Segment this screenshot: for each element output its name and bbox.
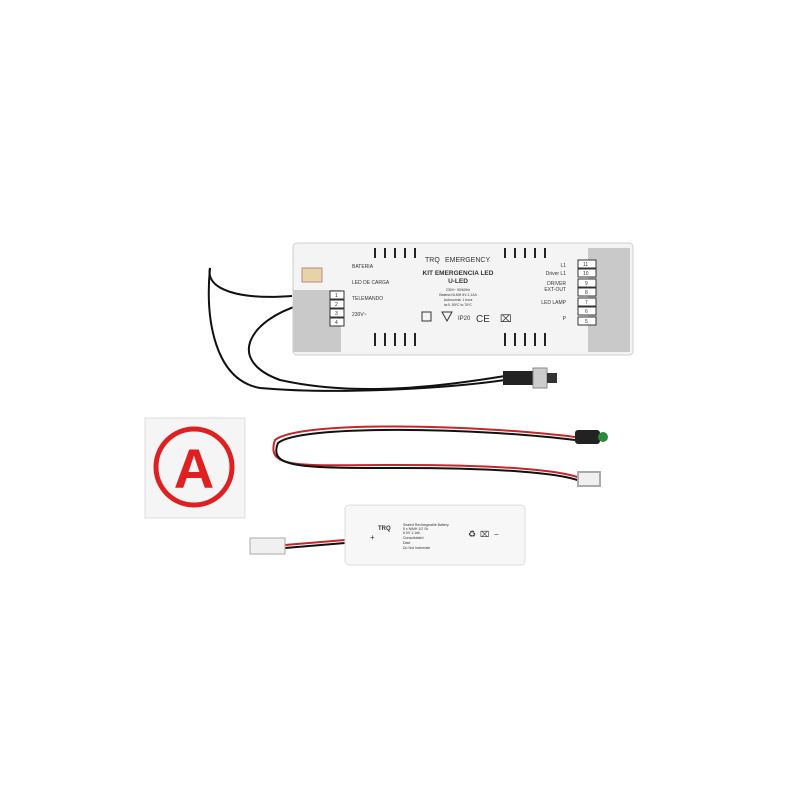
ce-mark: CE [476,314,490,325]
shape [577,297,597,307]
recycle-icon: ♻ [468,529,476,539]
shape [247,304,506,391]
shape [374,248,546,346]
label-led-carga: LED DE CARGA [352,280,390,286]
label-mains: 230V~ [352,312,367,318]
shape [301,267,323,283]
shape [144,417,246,519]
module-model: U-LED [448,278,468,285]
module-title: KIT EMERGENCIA LED [423,270,494,277]
label-a-sticker: A [144,417,246,519]
shape [577,268,597,278]
label-p: P [563,316,567,322]
shape [598,432,608,442]
battery-plug [249,537,286,555]
shape [208,267,293,298]
label-text: 5 x NiMH 1/2 Sc [403,527,429,531]
right-terminal-block: 11 10 9 8 7 6 5 [577,259,597,326]
shape [284,542,346,549]
label-text: 10 [583,271,589,277]
module-brand: TRQ [425,257,440,264]
label-l1: L1 [560,263,566,269]
shape [329,290,345,300]
shape [577,471,601,487]
label-text: 6 [585,309,588,315]
shape [329,317,345,327]
label-text: 8 [585,290,588,296]
label-text: 5 [585,319,588,325]
label-text: 11 [583,262,588,268]
push-button-connector [503,367,557,389]
shape [329,308,345,318]
battery-minus: − [494,530,499,539]
shape [577,287,597,297]
label-text: 6.0V 1.1Ah [403,531,420,535]
label-led-lamp: LED LAMP [541,300,566,306]
module-brand-sub: EMERGENCY [445,257,490,264]
label-text: Consolidated [403,536,423,540]
shape [272,425,581,479]
label-text: 7 [585,300,588,306]
double-insulation-icon [421,311,432,322]
battery-plus: + [370,533,375,542]
label-text: 2 [335,302,338,308]
label-text: Do Not Incinerate [403,546,430,550]
spec-line: ta:0..50ºC tc:70ºC [444,303,472,307]
shape [344,504,526,566]
shape [575,430,600,444]
left-terminal-block: 1 2 3 4 [329,290,345,327]
label-driver: DRIVER [547,281,566,287]
label-text: 1 [335,293,338,299]
ip-rating: IP20 [458,316,471,322]
shape [284,539,346,546]
label-telemando: TELEMANDO [352,296,383,302]
label-bateria: BATERIA [352,264,374,270]
shape [547,373,557,383]
weee-bin-icon: ⌧ [480,530,489,539]
shape [503,371,533,385]
red-black-cable [272,425,608,487]
battery-pack: + TRQ Sealed Rechargeable Battery 5 x Ni… [249,504,526,566]
emergency-module: TRQ EMERGENCY KIT EMERGENCIA LED U-LED 2… [292,242,634,356]
shape [532,367,548,389]
shape [577,306,597,316]
black-wire-pair [207,267,506,392]
shape [577,259,597,269]
shape [153,426,235,508]
label-driver-l1: Driver L1 [546,271,567,277]
label-ext-out: EXT-OUT [544,287,566,293]
shape [577,278,597,288]
label-text: 3 [335,311,338,317]
shape [329,299,345,309]
label-text: Date [403,541,410,545]
spec-line: 230V~ 50/60Hz [446,288,470,292]
shape [207,267,506,392]
shape [577,316,597,326]
shape [275,428,581,482]
spec-line: Autonomia: 1 hora [444,298,473,302]
f-mark-icon [441,311,453,323]
weee-bin-icon: ⌧ [500,314,512,325]
spec-line: Bateria Ni-MH 6V-1,1Ah [439,293,476,297]
battery-brand: TRQ [378,526,391,532]
label-text: 4 [335,320,338,326]
sticker-letter: A [174,437,214,500]
label-text: 9 [585,281,588,287]
label-text: Sealed Rechargeable Battery [403,523,449,527]
